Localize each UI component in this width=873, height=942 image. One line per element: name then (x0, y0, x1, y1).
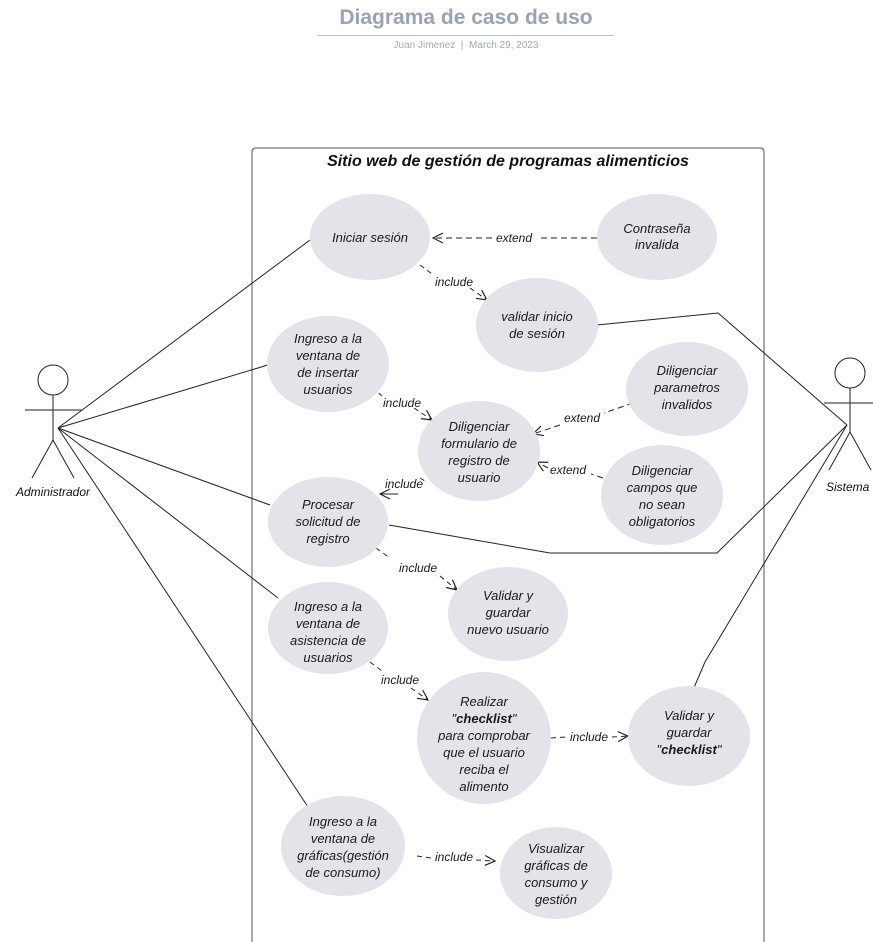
include-label-formulario: include (383, 396, 421, 410)
author-name: Juan Jimenez (393, 40, 456, 51)
label-asistencia-3: asistencia de (290, 633, 366, 648)
actor-administrador (25, 364, 81, 479)
usecase-realizar-checklist[interactable] (417, 672, 551, 804)
label-parametros-3: invalidos (662, 397, 713, 412)
extend-label-parametros: extend (564, 411, 600, 425)
usecase-iniciar-sesion[interactable] (310, 194, 430, 280)
usecase-ingreso-asistencia[interactable] (268, 582, 388, 674)
label-graficas-3: gráficas(gestión (297, 848, 389, 863)
system-boundary: Sitio web de gestión de programas alimen… (251, 147, 765, 942)
associations (57, 239, 848, 811)
assoc-admin-iniciar (57, 239, 311, 429)
usecase-ingreso-insertar[interactable] (267, 316, 389, 412)
label-validar-usuario-1: Validar y (483, 588, 535, 603)
assoc-admin-insertar (57, 364, 269, 429)
diagram-subtitle: Juan Jimenez | March 29, 2023 (318, 40, 614, 51)
label-validar-inicio-2: de sesión (509, 326, 565, 341)
usecase-ingreso-graficas[interactable] (281, 796, 405, 896)
label-validar-checklist-3: "checklist" (657, 742, 723, 757)
label-validar-inicio-1: validar inicio (501, 309, 573, 324)
label-asistencia-1: Ingreso a la (294, 599, 362, 614)
assoc-sistema-checklist (692, 424, 848, 691)
include-label-validar-inicio: include (435, 275, 473, 289)
label-parametros-2: parametros (653, 380, 720, 395)
label-validar-checklist-2: guardar (667, 725, 712, 740)
label-visualizar-2: gráficas de (524, 858, 588, 873)
include-label-procesar: include (385, 477, 423, 491)
include-label-visualizar: include (435, 850, 473, 864)
diagram-date: March 29, 2023 (468, 40, 539, 51)
title-divider (318, 35, 614, 36)
usecase-validar-guardar-usuario[interactable] (448, 567, 568, 661)
relationships: extend include include extend extend inc… (369, 231, 634, 864)
label-checklist-5: reciba el (459, 762, 509, 777)
label-visualizar-4: gestión (535, 892, 577, 907)
include-label-validar-checklist: include (570, 730, 608, 744)
label-formulario-4: usuario (458, 470, 501, 485)
usecase-diligenciar-parametros[interactable] (626, 342, 748, 436)
label-insertar-4: usuarios (303, 382, 353, 397)
label-iniciar-sesion: Iniciar sesión (332, 230, 408, 245)
use-cases (267, 194, 750, 919)
extend-label-campos: extend (550, 463, 586, 477)
label-contrasena-1: Contraseña (623, 221, 690, 236)
label-asistencia-2: ventana de (296, 616, 360, 631)
label-campos-4: obligatorios (629, 514, 696, 529)
label-visualizar-3: consumo y (525, 875, 589, 890)
label-asistencia-4: usuarios (303, 650, 353, 665)
label-insertar-3: de insertar (297, 365, 359, 380)
usecase-diligenciar-campos[interactable] (601, 445, 723, 545)
label-campos-1: Diligenciar (632, 463, 693, 478)
label-campos-2: campos que (627, 480, 698, 495)
label-procesar-3: registro (306, 531, 349, 546)
include-label-validar-usuario: include (399, 561, 437, 575)
actor-sistema (824, 357, 873, 471)
usecase-validar-checklist[interactable] (628, 686, 750, 786)
assoc-sistema-validar-inicio (596, 312, 848, 426)
label-procesar-2: solicitud de (295, 514, 360, 529)
label-validar-usuario-2: guardar (486, 605, 531, 620)
label-checklist-4: que el usuario (443, 745, 525, 760)
label-insertar-2: ventana de (296, 348, 360, 363)
label-visualizar-1: Visualizar (528, 841, 585, 856)
usecase-contrasena-invalida[interactable] (597, 194, 717, 280)
label-graficas-4: de consumo) (305, 865, 380, 880)
label-checklist-3: para comprobar (437, 728, 530, 743)
assoc-sistema-procesar (388, 424, 848, 554)
label-validar-checklist-1: Validar y (664, 708, 716, 723)
usecase-diligenciar-formulario[interactable] (418, 401, 540, 501)
include-label-checklist: include (381, 673, 419, 687)
label-procesar-1: Procesar (302, 497, 355, 512)
assoc-admin-graficas (57, 427, 311, 811)
label-formulario-2: formulario de (441, 436, 517, 451)
label-formulario-3: registro de (448, 453, 509, 468)
label-contrasena-2: invalida (635, 237, 679, 252)
assoc-admin-asistencia (57, 427, 279, 599)
use-case-labels: Iniciar sesión Contraseña invalida valid… (290, 221, 723, 907)
system-title: Sitio web de gestión de programas alimen… (327, 153, 689, 170)
label-checklist-1: Realizar (460, 694, 508, 709)
actor-label-administrador: Administrador (15, 485, 91, 499)
label-checklist-6: alimento (459, 779, 508, 794)
usecase-procesar-solicitud[interactable] (268, 477, 388, 567)
label-validar-usuario-3: nuevo usuario (467, 622, 549, 637)
label-checklist-2: "checklist" (452, 711, 518, 726)
label-graficas-2: ventana de (311, 831, 375, 846)
usecase-visualizar-graficas[interactable] (500, 827, 612, 919)
actor-label-sistema: Sistema (826, 480, 870, 494)
separator: | (460, 40, 464, 51)
label-campos-3: no sean (639, 497, 685, 512)
label-insertar-1: Ingreso a la (294, 331, 362, 346)
label-graficas-1: Ingreso a la (309, 814, 377, 829)
extend-label-contrasena: extend (496, 231, 532, 245)
diagram-title: Diagrama de caso de uso (339, 6, 593, 29)
label-parametros-1: Diligenciar (657, 363, 718, 378)
assoc-admin-procesar (57, 427, 271, 506)
usecase-validar-inicio[interactable] (476, 278, 598, 372)
label-formulario-1: Diligenciar (449, 419, 510, 434)
